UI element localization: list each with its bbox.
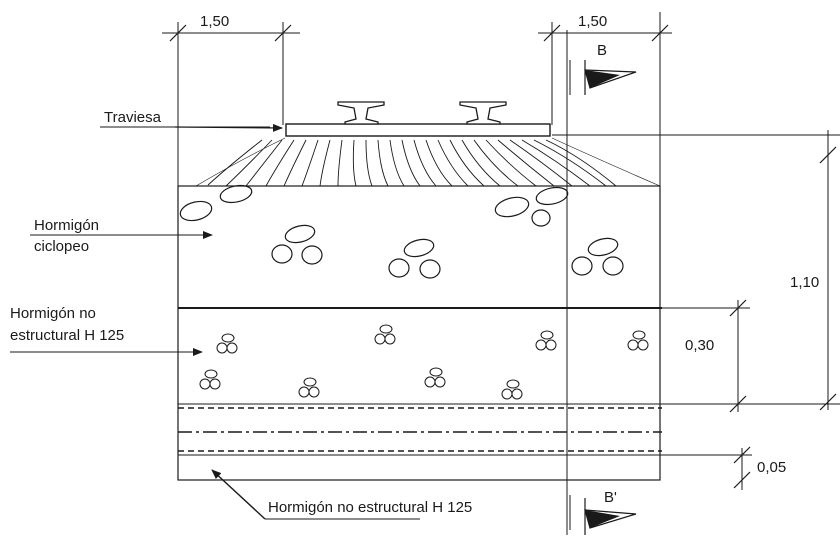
dimension-lower-layer: 0,30 <box>685 337 714 354</box>
label-no-estructural-line2: estructural H 125 <box>10 327 124 344</box>
right-dimension-lines <box>552 130 840 490</box>
sleeper <box>285 123 551 137</box>
concrete-block <box>177 185 662 481</box>
section-line <box>566 30 637 535</box>
rail-right <box>459 101 507 125</box>
label-no-estructural-line1: Hormigón no <box>10 305 96 322</box>
boulders <box>179 184 624 279</box>
label-bottom-layer: Hormigón no estructural H 125 <box>268 499 472 516</box>
ballast-hatching <box>194 137 661 187</box>
leader-lines <box>10 123 420 520</box>
dimension-top-right: 1,50 <box>578 13 607 30</box>
top-dimension-lines <box>162 12 672 186</box>
label-traviesa: Traviesa <box>104 109 162 126</box>
dimension-top-left: 1,50 <box>200 13 229 30</box>
section-label-b: B <box>597 42 607 59</box>
dimension-bottom-layer: 0,05 <box>757 459 786 476</box>
dimension-total-height: 1,10 <box>790 274 819 291</box>
small-aggregates <box>199 324 649 400</box>
label-hormigon-ciclopeo-line2: ciclopeo <box>34 238 89 255</box>
rail-left <box>337 101 385 125</box>
label-hormigon-ciclopeo-line1: Hormigón <box>34 217 99 234</box>
section-label-b-prime: B' <box>604 489 617 506</box>
